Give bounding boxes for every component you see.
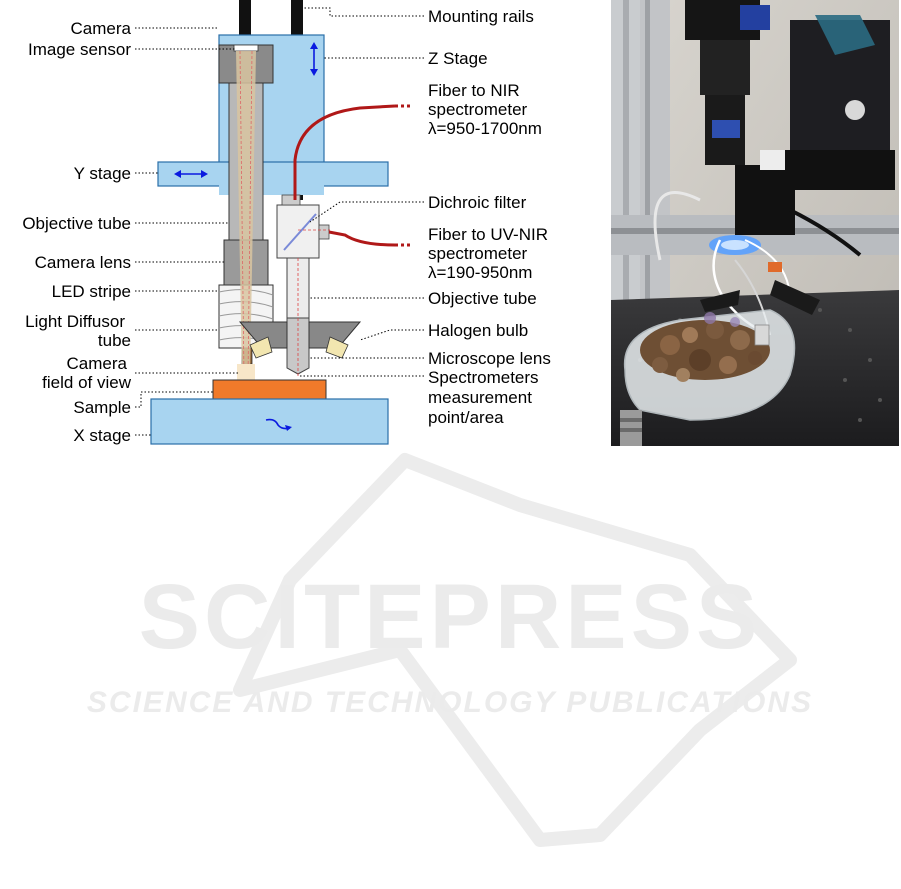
watermark-subtitle: SCIENCE AND TECHNOLOGY PUBLICATIONS: [87, 686, 813, 719]
label-camera-lens: Camera lens: [35, 253, 131, 272]
label-measurement: measurement: [428, 388, 532, 407]
halogen-bulb-left: [249, 336, 273, 359]
image-sensor: [233, 44, 259, 52]
label-fiber-nir-range: λ=950-1700nm: [428, 119, 542, 138]
right-leaders: [300, 7, 424, 377]
dichroic-housing: [276, 204, 320, 259]
dichroic-filter: [283, 213, 317, 251]
label-fiber-nir: Fiber to NIR: [428, 81, 520, 100]
label-image-sensor: Image sensor: [28, 40, 131, 59]
label-halogen-bulb: Halogen bulb: [428, 321, 528, 340]
label-fiber-uvnir-spectrometer: spectrometer: [428, 244, 528, 263]
sample: [212, 379, 327, 400]
camera-field-of-view: [237, 364, 255, 382]
label-z-stage: Z Stage: [428, 49, 488, 68]
label-point-area: point/area: [428, 408, 504, 427]
setup-photo: [611, 0, 899, 446]
watermark-logo-shape: [233, 453, 797, 847]
label-camera: Camera: [71, 19, 132, 38]
label-objective-tube-left: Objective tube: [22, 214, 131, 233]
bulb-holder-left: [238, 321, 288, 349]
label-sample: Sample: [73, 398, 131, 417]
fiber-nir: [293, 104, 396, 200]
label-x-stage: X stage: [73, 426, 131, 445]
left-labels: Camera Image sensor Y stage Objective tu…: [22, 19, 131, 445]
watermark-title: SCITEPRESS: [139, 566, 762, 668]
label-led-stripe: LED stripe: [52, 282, 131, 301]
label-fiber-uvnir-range: λ=190-950nm: [428, 263, 532, 282]
z-stage-lower: [219, 185, 324, 195]
label-light-diffusor: Light Diffusor: [25, 312, 125, 331]
watermark: SCITEPRESS SCIENCE AND TECHNOLOGY PUBLIC…: [87, 453, 813, 847]
label-y-stage: Y stage: [74, 164, 131, 183]
label-fiber-uvnir: Fiber to UV-NIR: [428, 225, 548, 244]
soil-sample: [640, 312, 770, 382]
fiber-uv-nir: [328, 230, 396, 247]
label-spectrometers: Spectrometers: [428, 368, 539, 387]
label-fiber-nir-spectrometer: spectrometer: [428, 100, 528, 119]
setup-diagram: Camera Image sensor Y stage Objective tu…: [22, 0, 551, 445]
label-camera-fov: Camera: [67, 354, 128, 373]
label-objective-tube-right: Objective tube: [428, 289, 537, 308]
label-microscope-lens: Microscope lens: [428, 349, 551, 368]
stage-arrows: [174, 42, 318, 431]
label-mounting-rails: Mounting rails: [428, 7, 534, 26]
left-leaders: [135, 27, 240, 436]
label-light-diffusor-tube: tube: [98, 331, 131, 350]
x-stage: [150, 398, 389, 445]
label-dichroic-filter: Dichroic filter: [428, 193, 527, 212]
label-field-of-view: field of view: [42, 373, 132, 392]
right-labels: Mounting rails Z Stage Fiber to NIR spec…: [428, 7, 551, 427]
